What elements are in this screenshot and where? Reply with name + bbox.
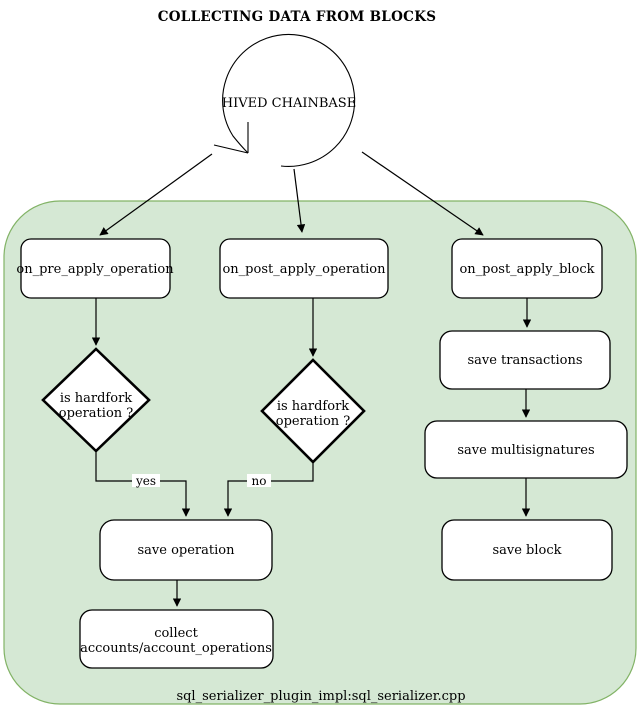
node-on-post-apply-block: on_post_apply_block	[451, 238, 603, 299]
node-label: on_pre_apply_operation	[16, 262, 174, 277]
node-save-block: save block	[441, 519, 613, 581]
node-on-pre-apply-operation: on_pre_apply_operation	[16, 238, 174, 299]
node-label: on_post_apply_operation	[222, 262, 386, 277]
node-label: save operation	[138, 543, 236, 558]
edge-label-yes: yes	[132, 474, 160, 488]
self-loop-arrowhead-icon	[213, 122, 249, 154]
decision-is-hardfork-operation-2: is hardfork operation ?	[260, 358, 366, 464]
edge-label-text: yes	[135, 474, 156, 488]
self-loop-arc	[222, 33, 356, 167]
node-save-transactions: save transactions	[439, 330, 611, 390]
node-box	[441, 519, 613, 581]
node-save-multisignatures: save multisignatures	[424, 420, 628, 479]
node-box	[439, 330, 611, 390]
node-on-post-apply-operation: on_post_apply_operation	[219, 238, 389, 299]
node-label-line1: collect	[154, 626, 198, 641]
node-save-operation: save operation	[99, 519, 273, 581]
decision-label-line2: operation ?	[276, 414, 351, 429]
decision-label-line2: operation ?	[59, 406, 134, 421]
edge-root-to-on-post-apply-block	[361, 151, 484, 236]
edge-label-bg	[247, 474, 271, 487]
root-node-label: HIVED CHAINBASE	[222, 96, 356, 111]
edge-label-no: no	[247, 474, 271, 488]
root-node-hived-chainbase: HIVED CHAINBASE	[213, 33, 356, 167]
node-label: save transactions	[467, 353, 582, 368]
container-caption: sql_serializer_plugin_impl:sql_serialize…	[176, 689, 465, 704]
edge-root-to-on-pre-apply-operation	[99, 153, 213, 236]
node-box	[219, 238, 389, 299]
node-collect-accounts: collect accounts/account_operations	[79, 609, 274, 669]
node-label: save block	[492, 543, 561, 558]
decision-label-line1: is hardfork	[277, 399, 349, 414]
decision-label-line1: is hardfork	[60, 391, 132, 406]
node-label: on_post_apply_block	[459, 262, 594, 277]
node-box	[79, 609, 274, 669]
node-box	[99, 519, 273, 581]
diagram-title: COLLECTING DATA FROM BLOCKS	[158, 9, 437, 25]
edge-root-to-on-post-apply-operation	[293, 168, 306, 233]
node-label-line2: accounts/account_operations	[80, 641, 272, 656]
edge-label-text: no	[252, 474, 267, 488]
edge-label-bg	[132, 474, 160, 487]
node-label: save multisignatures	[457, 443, 594, 458]
